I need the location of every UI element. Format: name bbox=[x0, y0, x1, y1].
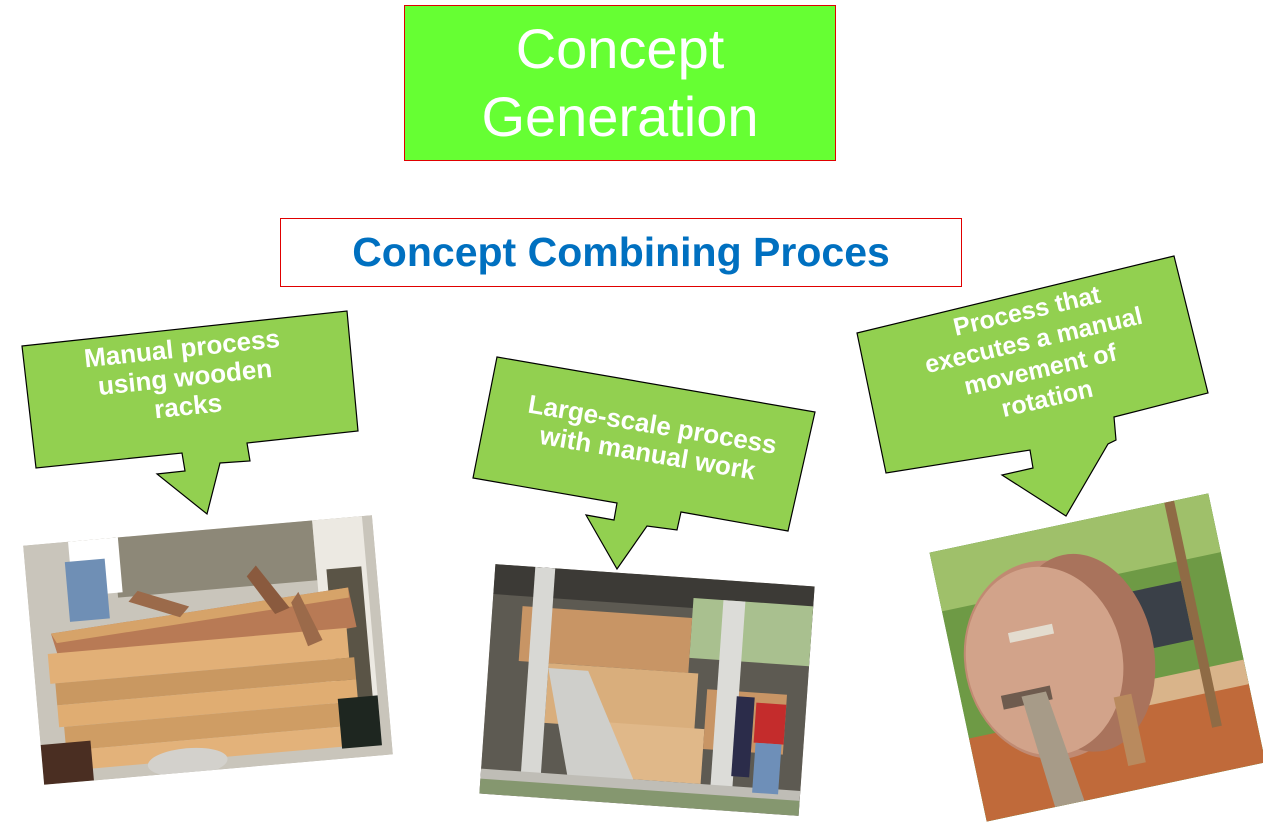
photo-rotating-drum bbox=[929, 493, 1263, 822]
photo-rotating-drum-art bbox=[929, 493, 1263, 822]
title-box: Concept Generation bbox=[404, 5, 836, 161]
title-line-1: Concept bbox=[515, 17, 725, 80]
photo-large-shed-art bbox=[479, 564, 815, 816]
photo-large-shed bbox=[479, 564, 815, 816]
subtitle-box: Concept Combining Proces bbox=[280, 218, 962, 287]
callout-2-shape bbox=[472, 356, 816, 571]
callout-3-shape bbox=[856, 255, 1209, 517]
photo-wooden-racks-art bbox=[23, 515, 393, 785]
photo-wooden-racks bbox=[23, 515, 393, 785]
title-line-2: Generation bbox=[481, 85, 759, 148]
subtitle-text: Concept Combining Proces bbox=[352, 229, 890, 275]
callout-1-shape bbox=[21, 310, 359, 516]
